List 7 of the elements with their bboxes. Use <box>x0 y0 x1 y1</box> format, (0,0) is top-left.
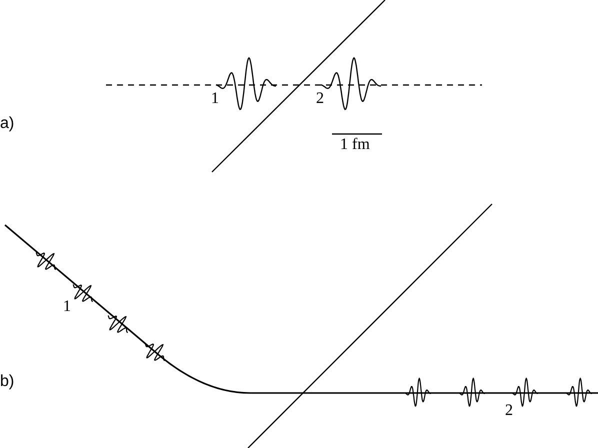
packet-number: 2 <box>505 403 513 419</box>
packet-number: 2 <box>316 91 324 107</box>
packet-number: 1 <box>211 91 219 107</box>
panel-label: a) <box>0 116 14 132</box>
panel-label: b) <box>0 374 14 390</box>
packet-number: 1 <box>63 299 71 315</box>
scale-label: 1 fm <box>340 137 370 153</box>
